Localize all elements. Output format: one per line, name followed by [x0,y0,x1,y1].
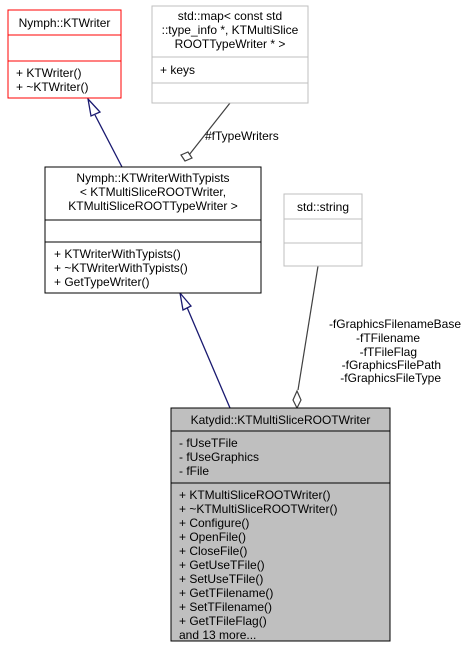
method-item: + KTWriter() [16,66,81,80]
method-item: + ~KTWriterWithTypists() [54,261,188,275]
method-item: + GetUseTFile() [179,558,265,572]
class-node-main[interactable]: Katydid::KTMultiSliceROOTWriter - fUseTF… [170,407,391,642]
edge-map-to-typists: #fTypeWriters [180,102,279,162]
method-item: + ~KTMultiSliceROOTWriter() [179,502,337,516]
method-item: + Configure() [179,516,249,530]
inheritance-arrow-icon [178,290,193,311]
class-node-std-string[interactable]: std::string [283,193,363,267]
method-item: + SetTFilename() [179,600,272,614]
class-title-line: ::type_info *, KTMultiSlice [162,23,299,37]
method-item: + CloseFile() [179,544,247,558]
class-title-line: KTMultiSliceROOTTypeWriter > [68,199,237,213]
edge-main-to-typists [178,290,231,409]
edge-label-graphics-filename-base: -fGraphicsFilenameBase [329,317,461,331]
method-item: + KTMultiSliceROOTWriter() [179,488,330,502]
edge-label-tfilename: -fTFilename [356,331,420,345]
method-item: + KTWriterWithTypists() [54,247,181,261]
attribute-item: - fUseTFile [179,436,238,450]
method-item: + GetTFilename() [179,586,273,600]
string-edge-labels: -fGraphicsFilenameBase -fTFilename -fTFi… [329,317,461,385]
class-node-std-map[interactable]: std::map< const std ::type_info *, KTMul… [151,5,309,104]
edge-typists-to-ktwriter [86,96,123,168]
edge-label-graphics-filepath: -fGraphicsFilePath [342,358,441,372]
class-title-line: < KTMultiSliceROOTWriter, [80,185,226,199]
edge-label-tfileflag: -fTFileFlag [360,345,417,359]
class-title-line: Nymph::KTWriterWithTypists [76,171,229,185]
class-title: Nymph::KTWriter [19,16,111,30]
class-node-ktwriter[interactable]: Nymph::KTWriter + KTWriter() + ~KTWriter… [7,9,122,99]
class-title-line: std::map< const std [178,9,282,23]
aggregation-diamond-icon [180,151,193,162]
class-title-line: ROOTTypeWriter * > [175,37,286,51]
method-item: + OpenFile() [179,530,246,544]
aggregation-diamond-icon [292,389,302,410]
more-methods-text: and 13 more... [179,628,256,642]
edge-label-graphics-filetype: -fGraphicsFileType [340,371,441,385]
attribute-item: - fFile [179,464,209,478]
attribute-item: + keys [160,63,195,77]
method-item: + ~KTWriter() [16,80,88,94]
type-writers-edge-label: #fTypeWriters [205,129,279,143]
class-title: Katydid::KTMultiSliceROOTWriter [191,413,371,427]
method-item: + GetTypeWriter() [54,275,149,289]
inheritance-arrow-icon [86,96,102,117]
edge-string-to-main: -fGraphicsFilenameBase -fTFilename -fTFi… [292,265,461,410]
class-title: std::string [297,200,349,214]
attribute-item: - fUseGraphics [179,450,259,464]
method-item: + GetTFileFlag() [179,614,267,628]
method-item: + SetUseTFile() [179,572,263,586]
class-node-writer-with-typists[interactable]: Nymph::KTWriterWithTypists < KTMultiSlic… [44,166,262,294]
